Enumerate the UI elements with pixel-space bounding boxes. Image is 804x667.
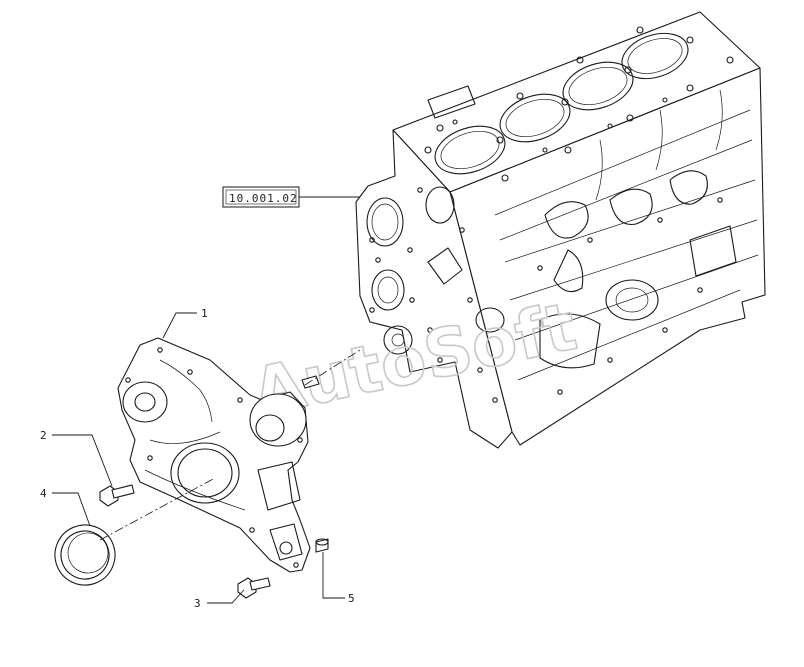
head-bolt-holes xyxy=(424,26,734,182)
reference-label-box: 10.001.02 xyxy=(222,186,360,208)
assembly-centerline-2 xyxy=(304,349,361,386)
bolt-2 xyxy=(99,484,135,507)
callout-5-label: 5 xyxy=(348,592,355,605)
cylinder-bores xyxy=(434,32,689,175)
callout-4: 4 xyxy=(40,487,91,527)
assembly-centerline xyxy=(99,477,216,541)
timing-gear-cover xyxy=(117,337,320,573)
callout-3-label: 3 xyxy=(194,597,201,610)
bolt-3 xyxy=(237,577,271,599)
callout-4-label: 4 xyxy=(40,487,47,500)
callout-3: 3 xyxy=(194,589,245,610)
pin-5 xyxy=(315,538,329,553)
callout-2-label: 2 xyxy=(40,429,47,442)
crankshaft-seal xyxy=(54,524,116,586)
callout-2: 2 xyxy=(40,429,113,487)
callout-5: 5 xyxy=(322,552,355,605)
callout-1-label: 1 xyxy=(201,307,208,320)
reference-label-text: 10.001.02 xyxy=(229,192,298,205)
engine-block xyxy=(355,11,766,449)
callout-1: 1 xyxy=(162,307,208,339)
